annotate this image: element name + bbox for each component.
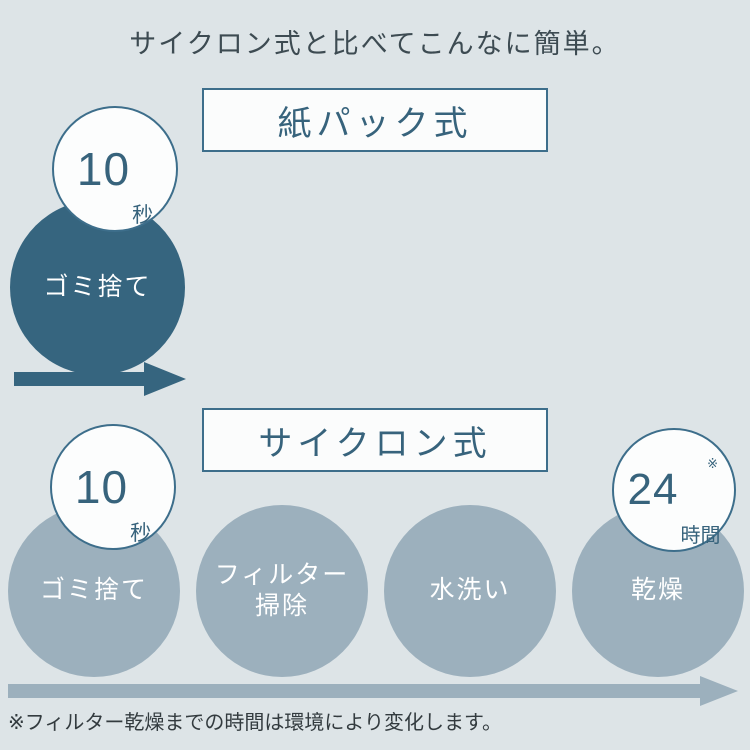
page-title: サイクロン式と比べてこんなに簡単。 xyxy=(129,29,621,59)
step-label: 乾燥 xyxy=(630,576,685,605)
time-badge-unit: 秒 xyxy=(132,204,154,227)
time-badge-number: 10 xyxy=(74,461,129,513)
step-label: 水洗い xyxy=(429,576,511,605)
step-label: ゴミ捨て xyxy=(43,272,152,301)
step-label-line1: フィルター xyxy=(214,560,350,589)
section-title-cyclone: サイクロン式 xyxy=(202,408,548,472)
time-badge-cyclone-trash: 10 秒 xyxy=(50,424,176,550)
section-title-paperpack: 紙パック式 xyxy=(202,88,548,152)
footnote-text: ※フィルター乾燥までの時間は環境により変化します。 xyxy=(8,712,502,734)
time-badge-unit: 時間 xyxy=(680,525,721,547)
time-badge-cyclone-dry: 24 時間 ※ xyxy=(612,428,736,552)
step-circle-cyclone-filter: フィルター 掃除 xyxy=(196,505,368,677)
footnote-reference-mark: ※ xyxy=(707,456,718,471)
step-label: フィルター 掃除 xyxy=(215,560,350,623)
arrow-right-icon-paperpack xyxy=(14,362,186,396)
arrow-right-icon-cyclone xyxy=(8,676,738,706)
step-label-line2: 掃除 xyxy=(254,592,309,620)
step-label: ゴミ捨て xyxy=(39,576,148,605)
time-badge-number: 10 xyxy=(76,143,131,195)
step-circle-cyclone-wash: 水洗い xyxy=(384,505,556,677)
time-badge-number: 24 xyxy=(627,465,679,514)
time-badge-unit: 秒 xyxy=(130,522,152,545)
time-badge-paperpack-trash: 10 秒 xyxy=(52,106,178,232)
